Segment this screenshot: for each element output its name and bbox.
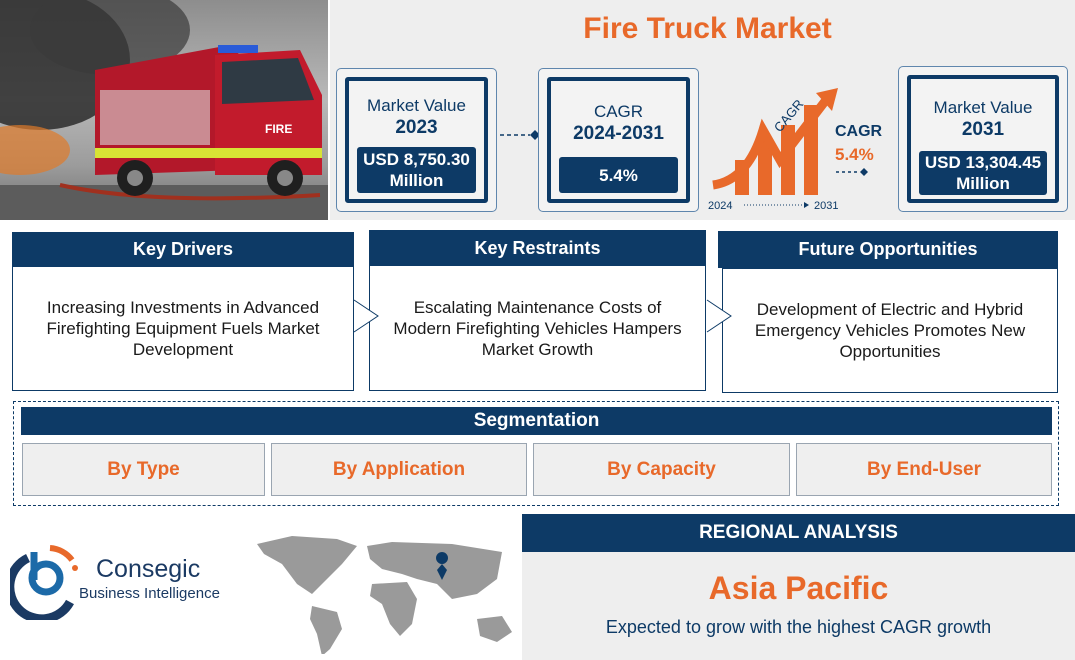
key-restraints-header: Key Restraints	[369, 230, 706, 266]
value: USD 8,750.30 Million	[357, 147, 476, 193]
label: Market Value	[933, 98, 1033, 117]
regional-analysis-body: Asia Pacific Expected to grow with the h…	[522, 552, 1075, 660]
logo-tagline: Business Intelligence	[79, 585, 220, 602]
truck-text: FIRE	[265, 122, 292, 136]
region-text: Expected to grow with the highest CAGR g…	[605, 617, 992, 637]
logo-name: Consegic	[96, 555, 201, 583]
chevron-right-icon	[706, 299, 732, 333]
value: USD 13,304.45 Million	[919, 151, 1047, 195]
segment-by-application: By Application	[271, 443, 527, 496]
location-pin-icon	[436, 552, 449, 580]
fire-truck-photo: FIRE	[0, 0, 328, 220]
segment-by-end-user: By End-User	[796, 443, 1052, 496]
segment-by-type: By Type	[22, 443, 265, 496]
consegic-logo-icon	[10, 545, 78, 620]
key-drivers-header: Key Drivers	[12, 232, 354, 266]
connector-arrow	[500, 130, 540, 140]
future-opportunities-text: Development of Electric and Hybrid Emerg…	[722, 268, 1058, 393]
page-title: Fire Truck Market	[583, 12, 832, 45]
bar	[758, 140, 772, 195]
cagr-value: 5.4%	[835, 145, 874, 164]
key-drivers-text: Increasing Investments in Advanced Firef…	[12, 266, 354, 391]
value: 5.4%	[559, 157, 678, 193]
region-name: Asia Pacific	[708, 570, 889, 606]
end-year: 2031	[814, 200, 838, 212]
regional-analysis-header: REGIONAL ANALYSIS	[522, 514, 1075, 552]
segment-by-capacity: By Capacity	[533, 443, 790, 496]
market-value-2031-card: Market Value 2031 USD 13,304.45 Million	[898, 66, 1068, 212]
cagr-card: CAGR 2024-2031 5.4%	[538, 68, 699, 212]
chevron-right-icon	[353, 299, 379, 333]
start-year: 2024	[708, 200, 732, 212]
world-map	[257, 536, 512, 654]
label: CAGR	[593, 102, 644, 121]
segmentation-header: Segmentation	[21, 407, 1052, 435]
cagr-label: CAGR	[835, 123, 883, 140]
cagr-growth-graphic: CAGR CAGR 5.4% 2024 2031	[708, 88, 883, 212]
period: 2024-2031	[573, 123, 664, 144]
label: Market Value	[367, 96, 466, 115]
year: 2031	[961, 119, 1005, 140]
arrow-head	[816, 88, 838, 111]
key-restraints-text: Escalating Maintenance Costs of Modern F…	[369, 266, 706, 391]
future-opportunities-header: Future Opportunities	[718, 231, 1058, 268]
year: 2023	[395, 117, 438, 138]
market-value-2023-card: Market Value 2023 USD 8,750.30 Million	[336, 68, 497, 212]
segmentation-panel	[13, 401, 1059, 506]
